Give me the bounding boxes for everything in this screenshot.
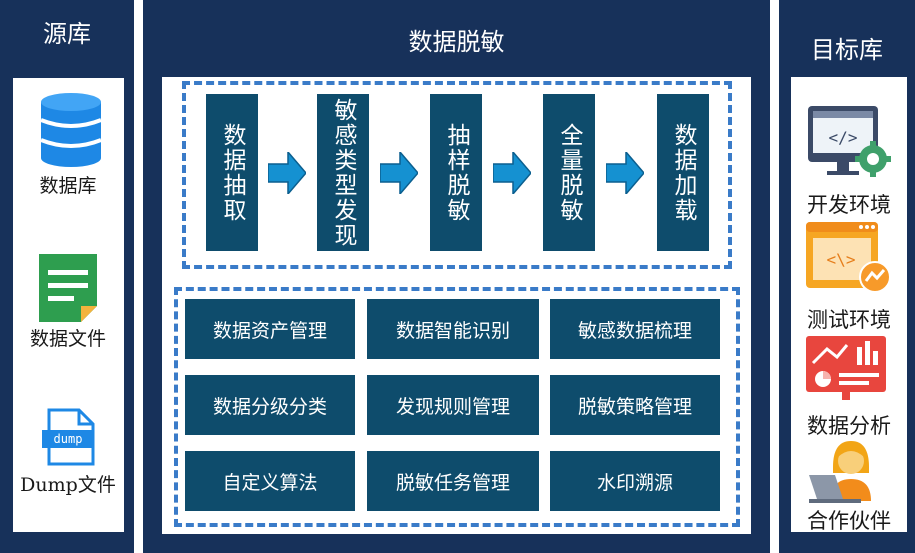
svg-text:</>: </> [829,128,858,147]
database-icon [40,92,102,168]
masking-content: 数据抽取 敏感类型发现 抽样脱敏 全量脱敏 数据加载 数据资产管理 数据智能识别… [162,77,751,534]
functions-box [174,287,740,527]
target-title: 目标库 [811,36,883,64]
flow-arrow-icon [493,152,531,194]
process-flow-box [182,81,732,269]
target-item-dev-label: 开发环境 [807,193,891,217]
target-item-analytics-label: 数据分析 [807,414,891,438]
source-item-dump-label: Dump文件 [20,474,116,496]
analytics-dashboard-icon [805,335,891,401]
step-full-masking: 全量脱敏 [543,94,595,251]
dev-monitor-gear-icon: </> [807,105,893,183]
step-extract: 数据抽取 [206,94,258,251]
target-item-partner-label: 合作伙伴 [807,509,891,533]
func-watermark-tracing: 水印溯源 [550,451,720,511]
step-data-load: 数据加载 [657,94,709,251]
step-sample-masking: 抽样脱敏 [430,94,482,251]
func-sensitive-data-sorting: 敏感数据梳理 [550,299,720,359]
dump-file-icon: dump [41,408,97,466]
masking-title: 数据脱敏 [408,28,505,56]
func-discovery-rules: 发现规则管理 [367,375,539,435]
dump-badge-text: dump [53,432,83,446]
source-panel: 源库 数据库 数据文件 [0,0,134,553]
func-task-management: 脱敏任务管理 [367,451,539,511]
func-custom-algorithm: 自定义算法 [185,451,355,511]
flow-arrow-icon [380,152,418,194]
flow-arrow-icon [268,152,306,194]
source-item-datafile-label: 数据文件 [29,328,106,350]
func-masking-policy: 脱敏策略管理 [550,375,720,435]
test-window-icon: <\> [805,221,893,297]
target-panel: 目标库 </> 开发环境 [779,0,915,553]
masking-panel: 数据脱敏 数据抽取 敏感类型发现 抽样脱敏 全量脱敏 数据加载 数据资产管理 数… [143,0,770,553]
source-item-database-label: 数据库 [39,175,97,197]
func-intelligent-identification: 数据智能识别 [367,299,539,359]
target-item-test-label: 测试环境 [807,308,891,332]
source-list: 数据库 数据文件 dump Dump文件 [13,78,124,532]
svg-text:<\>: <\> [827,250,856,269]
func-classification: 数据分级分类 [185,375,355,435]
step-sensitive-discovery: 敏感类型发现 [317,94,369,251]
partner-laptop-person-icon [805,437,893,505]
target-list: </> 开发环境 <\> [791,77,907,533]
source-title: 源库 [43,20,91,48]
func-asset-management: 数据资产管理 [185,299,355,359]
document-icon [39,254,97,322]
flow-arrow-icon [606,152,644,194]
